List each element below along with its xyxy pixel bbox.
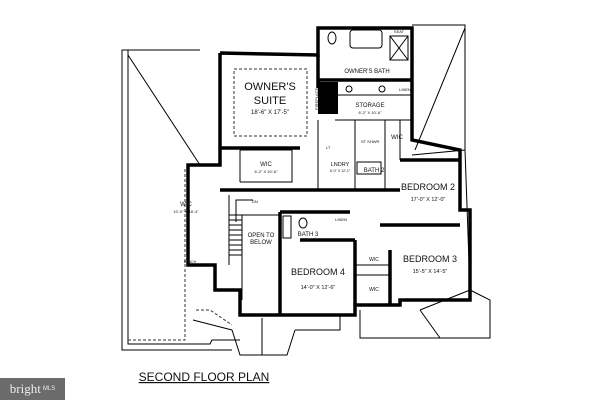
left-wic-label: WIC (180, 202, 192, 208)
exterior-walls (186, 26, 472, 317)
bath-2-label: BATH 2 (364, 168, 385, 174)
watermark-brand: bright (9, 381, 41, 396)
bedroom-2-label: BEDROOM 2 (401, 182, 455, 192)
left-wic-size: 10'-0" X 18'-4" (173, 209, 199, 214)
bedroom-3-wic-label: WIC (369, 257, 379, 263)
owners-suite-size: 18'-6" X 17'-5" (251, 110, 289, 116)
staircase (229, 199, 253, 256)
bedroom-4-size: 14'-0" X 12'-6" (301, 285, 336, 291)
lt-label: LT (326, 145, 331, 150)
fireplace-label: FIREPLACE (314, 87, 319, 110)
stair-down-label: DN (252, 199, 258, 204)
plan-title: SECOND FLOOR PLAN (139, 370, 270, 384)
seat-label: SEAT (394, 29, 405, 34)
fixtures (282, 29, 409, 239)
tray-ceiling (233, 68, 308, 137)
bedroom-2-size: 17'-0" X 12'-0" (411, 197, 446, 203)
owners-suite-label: OWNER'S (244, 81, 296, 93)
laundry-size: 6'-0" X 12'-1" (330, 169, 351, 173)
open-to-below-label: OPEN TO (248, 233, 275, 239)
storage-size: 6'-2" X 10'-6" (358, 110, 382, 115)
storage-label: STORAGE (355, 103, 384, 109)
left-roof-outline (121, 49, 240, 351)
owner-wic-size: 6'-2" X 10'-6" (254, 169, 278, 174)
shower-label: ST SHWR (361, 139, 379, 144)
owners-bath-label: OWNER'S BATH (344, 69, 389, 75)
open-to-below-label-2: BELOW (250, 240, 272, 246)
owners-suite-label-2: SUITE (254, 95, 286, 107)
laundry-label: LNDRY (331, 162, 350, 168)
linen-top-label: LINEN (399, 87, 411, 92)
bedroom-3-size: 15'-5" X 14'-5" (413, 269, 448, 275)
bath-3-label: BATH 3 (298, 232, 319, 238)
porch-outline (192, 309, 341, 356)
bedroom-3-label: BEDROOM 3 (403, 254, 457, 264)
owner-wic-label: WIC (260, 162, 272, 168)
watermark-suffix: MLS (42, 386, 56, 392)
interior-walls (220, 55, 460, 315)
bench-label: BENCH (184, 260, 197, 264)
top-right-wic-label: WIC (391, 135, 403, 141)
bedroom-4-label: BEDROOM 4 (291, 267, 345, 277)
linen-label: LINEN (335, 217, 347, 222)
bedroom-3-wic-label-2: WIC (369, 287, 379, 293)
